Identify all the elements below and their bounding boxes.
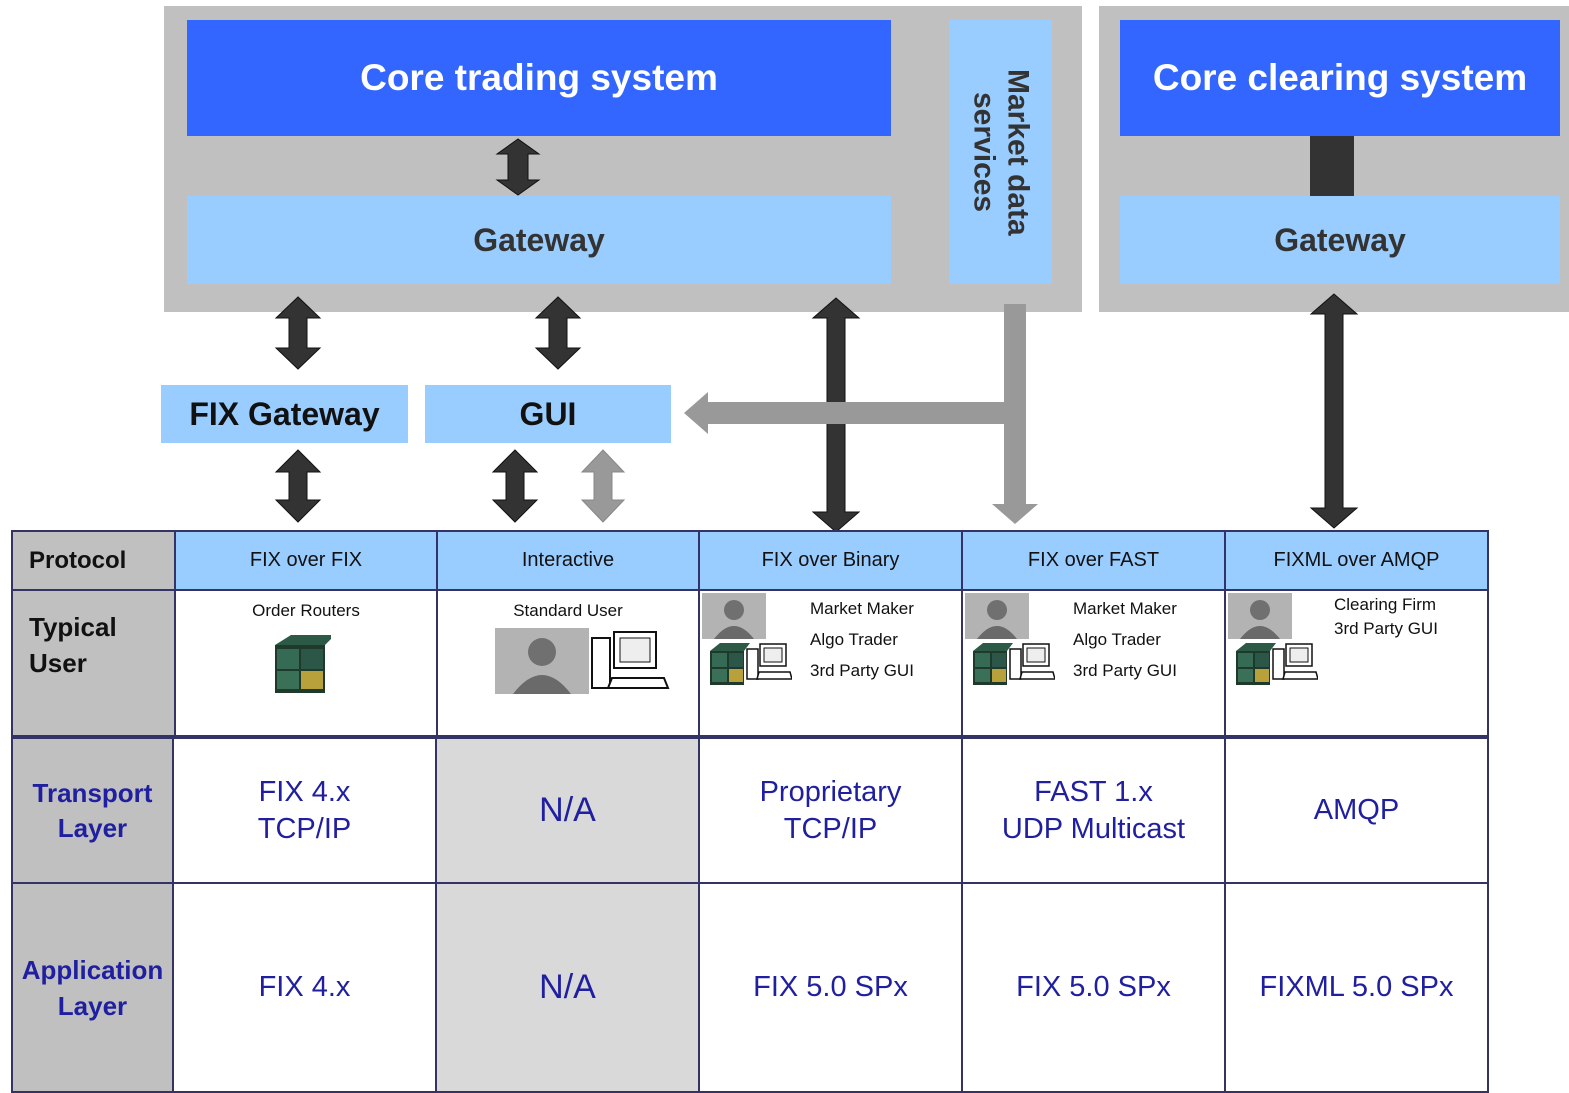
user-label: Algo Trader <box>810 630 898 649</box>
person-icon <box>702 593 766 639</box>
gateway-right: Gateway <box>1120 196 1560 284</box>
gui-box: GUI <box>425 385 671 443</box>
server-icon <box>275 635 331 693</box>
transport-layer-label: Transport Layer <box>32 777 153 843</box>
application-interactive: N/A <box>435 882 700 1093</box>
application-fast: FIX 5.0 SPx <box>961 882 1226 1093</box>
application-layer-header: Application Layer <box>11 882 174 1093</box>
user-order-routers: Order Routers <box>174 589 438 737</box>
user-standard: Standard User <box>436 589 700 737</box>
application-binary: FIX 5.0 SPx <box>698 882 963 1093</box>
user-label: Market Maker <box>810 599 914 618</box>
user-amqp: Clearing Firm 3rd Party GUI <box>1224 589 1489 737</box>
application-layer-label: Application Layer <box>21 954 164 1021</box>
market-data-label: Market data services <box>967 68 1035 236</box>
market-data-services: Market data services <box>949 20 1052 284</box>
computer-icon <box>591 631 670 689</box>
arrow-to-gui-head <box>684 392 708 434</box>
server-icon <box>710 643 750 685</box>
transport-binary: Proprietary TCP/IP <box>698 737 963 884</box>
user-label: 3rd Party GUI <box>1073 661 1177 680</box>
core-trading-system: Core trading system <box>187 20 891 136</box>
typical-user-header: Typical User <box>11 589 176 737</box>
market-data-to-gui-line <box>708 402 1026 424</box>
application-amqp: FIXML 5.0 SPx <box>1224 882 1489 1093</box>
user-label: Clearing Firm <box>1334 595 1437 614</box>
protocol-table: Protocol FIX over FIX Interactive FIX ov… <box>11 530 1489 737</box>
user-binary: Market Maker Algo Trader 3rd Party GUI <box>698 589 963 737</box>
person-icon <box>1228 593 1292 639</box>
arrow-core-gateway <box>495 138 541 196</box>
user-label: Order Routers <box>252 601 360 620</box>
gateway-left: Gateway <box>187 196 891 284</box>
transport-amqp: AMQP <box>1224 737 1489 884</box>
arrow-clearing <box>1309 293 1359 529</box>
typical-user-label: Typical User <box>29 612 117 678</box>
arrow-gateway-gui <box>534 296 582 370</box>
arrow-gateway-fixgw <box>274 296 322 370</box>
protocol-interactive: Interactive <box>436 530 700 591</box>
protocol-fix-over-fast: FIX over FAST <box>961 530 1226 591</box>
transport-fix: FIX 4.x TCP/IP <box>172 737 437 884</box>
layer-table: Transport Layer FIX 4.x TCP/IP N/A Propr… <box>11 737 1489 1093</box>
computer-icon <box>1009 643 1055 680</box>
transport-interactive: N/A <box>435 737 700 884</box>
user-list: Market Maker Algo Trader 3rd Party GUI <box>810 593 914 686</box>
arrow-fast <box>992 504 1038 524</box>
server-icon <box>1236 643 1276 685</box>
user-list: Market Maker Algo Trader 3rd Party GUI <box>1073 593 1177 686</box>
fix-gateway: FIX Gateway <box>161 385 408 443</box>
arrow-gui-table-light <box>580 449 626 523</box>
user-label: Market Maker <box>1073 599 1177 618</box>
application-fix: FIX 4.x <box>172 882 437 1093</box>
person-icon <box>495 628 589 694</box>
user-label: Algo Trader <box>1073 630 1161 649</box>
transport-fast: FAST 1.x UDP Multicast <box>961 737 1226 884</box>
arrow-fixgw-table <box>274 449 322 523</box>
protocol-fix-over-binary: FIX over Binary <box>698 530 963 591</box>
user-label: Standard User <box>513 601 623 620</box>
user-label: 3rd Party GUI <box>1334 619 1438 638</box>
transport-layer-header: Transport Layer <box>11 737 174 884</box>
computer-icon <box>746 643 792 680</box>
protocol-fixml-over-amqp: FIXML over AMQP <box>1224 530 1489 591</box>
protocol-fix-over-fix: FIX over FIX <box>174 530 438 591</box>
server-icon <box>973 643 1013 685</box>
protocol-header: Protocol <box>11 530 176 591</box>
arrow-gui-table-dark <box>491 449 539 523</box>
user-list: Clearing Firm 3rd Party GUI <box>1334 593 1438 641</box>
person-icon <box>965 593 1029 639</box>
core-clearing-system: Core clearing system <box>1120 20 1560 136</box>
computer-icon <box>1272 643 1318 680</box>
user-fast: Market Maker Algo Trader 3rd Party GUI <box>961 589 1226 737</box>
clearing-connector <box>1310 136 1354 196</box>
user-label: 3rd Party GUI <box>810 661 914 680</box>
